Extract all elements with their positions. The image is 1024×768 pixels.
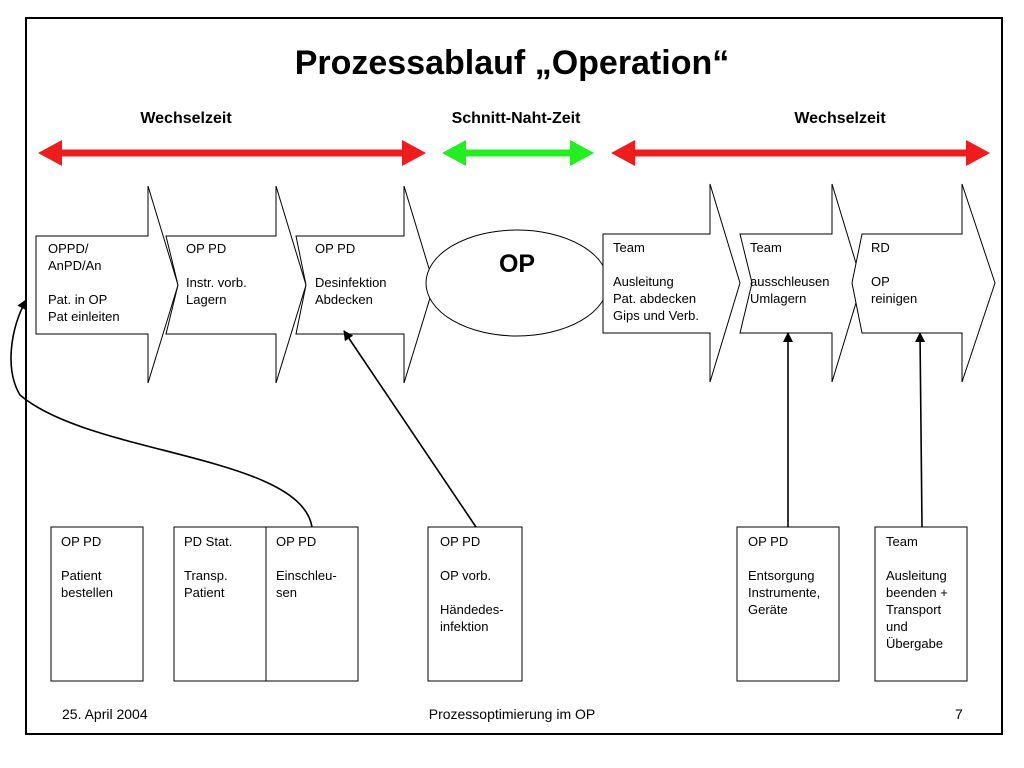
task-box-text: OP PD Patient bestellen (61, 534, 114, 600)
phase-arrow-head-right (402, 140, 426, 166)
process-step-chevron (35, 185, 179, 384)
process-step-text: OPPD/ AnPD/An Pat. in OP Pat einleiten (48, 241, 120, 324)
page-number: 7 (955, 706, 963, 722)
task-box (50, 526, 144, 682)
connector-arrow (915, 332, 926, 528)
task-box-text: OP PD OP vorb. Händedes- infektion (440, 534, 504, 634)
slide-frame (25, 17, 1003, 735)
task-box-text: PD Stat. Transp. Patient (184, 534, 233, 600)
phase-arrow-head-right (570, 140, 594, 166)
task-box (265, 526, 359, 682)
process-step-chevron (165, 185, 307, 384)
connector-arrow (10, 299, 313, 528)
connector-arrow (343, 330, 477, 528)
process-step-text: OP PD Desinfektion Abdecken (315, 241, 387, 307)
phase-arrow-wechselzeit-right (611, 140, 990, 166)
phase-arrow-head-left (611, 140, 635, 166)
phase-arrow-head-left (38, 140, 62, 166)
process-step-text: Team ausschleusen Umlagern (750, 240, 830, 306)
process-step-text: OP PD Instr. vorb. Lagern (186, 241, 247, 307)
op-center-ellipse (425, 229, 609, 337)
footer-title: Prozessoptimierung im OP (428, 706, 596, 722)
phase-arrow-head-left (442, 140, 466, 166)
task-box-text: OP PD Entsorgung Instrumente, Geräte (748, 534, 821, 617)
process-step-chevron (602, 183, 741, 383)
phase-arrow-wechselzeit-left (38, 140, 426, 166)
phase-label-schnitt-naht-zeit: Schnitt-Naht-Zeit (451, 110, 581, 127)
task-box-text: OP PD Einschleu- sen (276, 534, 337, 600)
process-step-chevron (295, 185, 435, 384)
op-center-label: OP (498, 250, 536, 278)
task-box-text: Team Ausleitung beenden + Transport und … (886, 534, 948, 651)
task-box (736, 526, 840, 682)
slide-title: Prozessablauf „Operation“ (294, 44, 730, 82)
process-step-chevron (851, 183, 996, 383)
task-box (427, 526, 523, 682)
phase-arrow-head-right (966, 140, 990, 166)
process-step-text: RD OP reinigen (871, 240, 918, 306)
task-box (874, 526, 968, 682)
task-box (173, 526, 267, 682)
process-step-text: Team Ausleitung Pat. abdecken Gips und V… (613, 240, 699, 323)
footer-date: 25. April 2004 (62, 706, 148, 722)
phase-label-wechselzeit-left: Wechselzeit (140, 110, 232, 127)
phase-label-wechselzeit-right: Wechselzeit (794, 110, 886, 127)
phase-arrow-schnitt-naht-zeit (442, 140, 594, 166)
process-step-chevron (739, 183, 863, 383)
